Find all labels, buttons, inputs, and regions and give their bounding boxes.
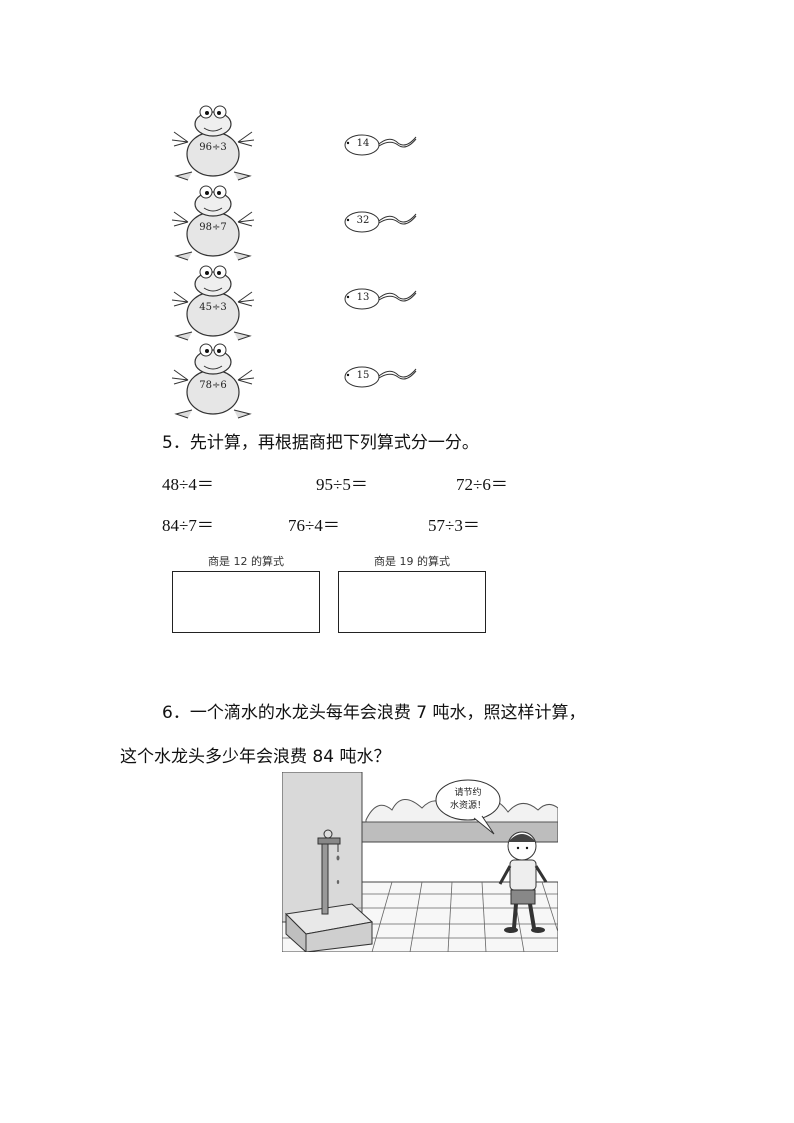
tadpole-3: 13 [340, 287, 420, 311]
tadpole-icon [344, 288, 417, 310]
speech-bubble-line-1: 请节约 [454, 788, 482, 798]
expression: 48÷4＝ [162, 475, 214, 494]
frog-expression: 96÷3 [199, 142, 227, 153]
tadpole-icon [344, 211, 417, 233]
expression: 76÷4＝ [288, 516, 340, 535]
frog-3: 45÷3 [168, 262, 258, 342]
frog-icon [171, 105, 255, 181]
frog-expression: 78÷6 [199, 380, 227, 391]
frog-icon [171, 185, 255, 261]
expression: 57÷3＝ [428, 516, 480, 535]
expression: 84÷7＝ [162, 516, 214, 535]
tadpole-4: 15 [340, 365, 420, 389]
frog-2: 98÷7 [168, 182, 258, 262]
answer-box-12[interactable] [172, 571, 320, 633]
tadpole-value: 15 [356, 370, 370, 381]
frog-expression: 98÷7 [199, 222, 227, 233]
frog-icon [171, 343, 255, 419]
tadpole-2: 32 [340, 210, 420, 234]
question-6-line-1: 6．一个滴水的水龙头每年会浪费 7 吨水，照这样计算， [162, 703, 586, 723]
frog-1: 96÷3 [168, 102, 258, 182]
answer-box-19[interactable] [338, 571, 486, 633]
tadpole-value: 14 [356, 138, 370, 149]
illustration-drawing [281, 771, 559, 954]
box-caption-19: 商是 19 的算式 [374, 555, 450, 568]
tadpole-icon [344, 366, 417, 388]
expression: 72÷6＝ [456, 475, 508, 494]
frog-4: 78÷6 [168, 340, 258, 420]
speech-bubble-line-2: 水资源！ [449, 801, 486, 811]
question-6-line-2: 这个水龙头多少年会浪费 84 吨水？ [120, 747, 391, 767]
tadpole-value: 13 [356, 292, 370, 303]
tadpole-icon [344, 134, 417, 156]
expression: 95÷5＝ [316, 475, 368, 494]
tadpole-value: 32 [356, 215, 370, 226]
tadpole-1: 14 [340, 133, 420, 157]
frog-expression: 45÷3 [199, 302, 227, 313]
frog-icon [171, 265, 255, 341]
faucet-boy-illustration: 请节约 水资源！ [281, 771, 559, 954]
box-caption-12: 商是 12 的算式 [208, 555, 284, 568]
question-5-title: 5．先计算，再根据商把下列算式分一分。 [162, 433, 479, 453]
